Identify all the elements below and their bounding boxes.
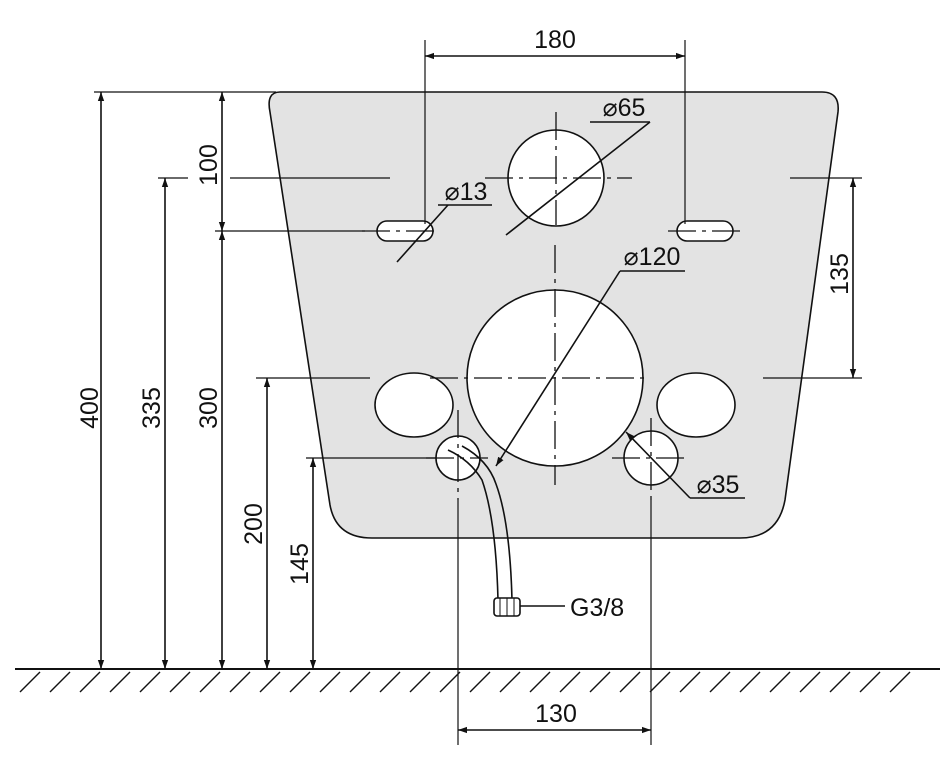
dimension-lines	[97, 52, 857, 734]
dim-200-label: 200	[240, 503, 268, 545]
dim-300-label: 300	[195, 387, 223, 429]
dim-135-label: 135	[826, 253, 854, 295]
floor-hatch-line	[709, 671, 731, 693]
dim-335-label: 335	[138, 387, 166, 429]
floor-hatch-line	[379, 671, 401, 693]
dim-65-label: ⌀65	[603, 94, 646, 122]
floor-hatch-line	[289, 671, 311, 693]
floor-hatch-line	[859, 671, 881, 693]
floor-hatching	[19, 671, 911, 693]
floor-hatch-line	[619, 671, 641, 693]
floor-hatch-line	[679, 671, 701, 693]
floor-hatch-line	[19, 671, 41, 693]
floor-hatch-line	[559, 671, 581, 693]
floor-hatch-line	[769, 671, 791, 693]
dim-35-label: ⌀35	[697, 471, 740, 499]
dim-120-label: ⌀120	[624, 243, 681, 271]
water-hose	[447, 445, 521, 617]
right-side-hole	[656, 372, 736, 438]
floor-hatch-line	[739, 671, 761, 693]
dim-400-label: 400	[76, 387, 104, 429]
floor-hatch-line	[649, 671, 671, 693]
floor-hatch-line	[109, 671, 131, 693]
diameter-leaders	[396, 121, 745, 607]
floor-line	[15, 668, 940, 693]
left-side-hole	[374, 372, 454, 438]
floor-hatch-line	[79, 671, 101, 693]
floor-hatch-line	[49, 671, 71, 693]
center-lines	[362, 112, 742, 500]
dim-100-label: 100	[195, 144, 223, 186]
floor-hatch-line	[469, 671, 491, 693]
floor-hatch-line	[889, 671, 911, 693]
floor-hatch-line	[499, 671, 521, 693]
dimension-labels: 180 ⌀65 ⌀13 ⌀120 ⌀35 G3/8 130 400 335 30…	[76, 26, 854, 728]
floor-hatch-line	[799, 671, 821, 693]
floor-hatch-line	[529, 671, 551, 693]
floor-hatch-line	[139, 671, 161, 693]
floor-hatch-line	[199, 671, 221, 693]
floor-hatch-line	[439, 671, 461, 693]
dim-130-label: 130	[535, 700, 577, 728]
floor-hatch-line	[409, 671, 431, 693]
floor-hatch-line	[319, 671, 341, 693]
floor-hatch-line	[349, 671, 371, 693]
dim-180-label: 180	[534, 26, 576, 54]
dim-145-label: 145	[286, 543, 314, 585]
floor-hatch-line	[589, 671, 611, 693]
extension-lines	[94, 40, 862, 745]
floor-hatch-line	[829, 671, 851, 693]
floor-hatch-line	[229, 671, 251, 693]
floor-hatch-line	[169, 671, 191, 693]
dim-13-label: ⌀13	[445, 178, 488, 206]
floor-hatch-line	[259, 671, 281, 693]
g38-label: G3/8	[570, 594, 624, 622]
